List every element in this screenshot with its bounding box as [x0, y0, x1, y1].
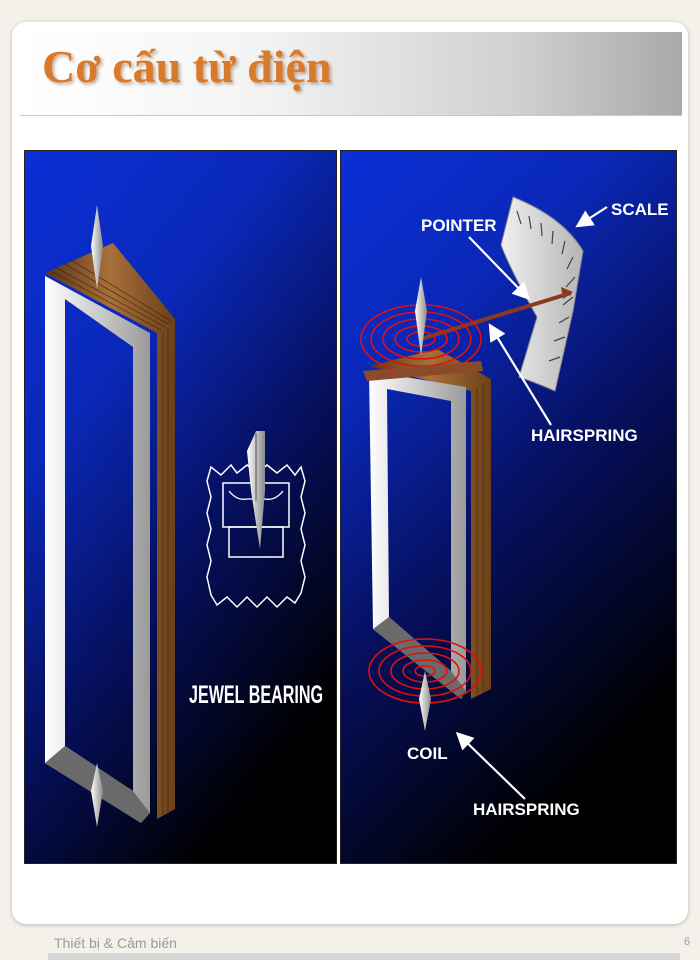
pointer [420, 291, 572, 341]
coil-frame-illustration: JEWEL BEARING [25, 151, 336, 863]
coil-frame-panel: JEWEL BEARING [24, 150, 337, 864]
bottom-pivot [419, 671, 431, 731]
top-pivot [415, 277, 427, 356]
hairspring-top-arrow [488, 323, 552, 426]
scale [500, 196, 584, 392]
meter-movement-panel: POINTER SCALE HAIRSPRING COIL HAIRSPRING [340, 150, 677, 864]
page-number: 6 [684, 936, 691, 948]
footer-band [48, 953, 680, 960]
hairspring-bottom-label: HAIRSPRING [473, 800, 580, 819]
scale-arrow [575, 206, 608, 228]
top-pivot [91, 205, 103, 289]
bottom-pivot [91, 763, 103, 827]
jewel-bearing-diagram [206, 431, 306, 609]
footer-text: Thiết bị & Cảm biến [54, 935, 177, 951]
hairspring-bottom-arrow [455, 731, 526, 800]
hairspring-top-label: HAIRSPRING [531, 426, 638, 445]
copper-winding [45, 243, 175, 819]
jewel-bearing-label: JEWEL BEARING [189, 681, 323, 709]
pointer-label: POINTER [421, 216, 497, 235]
meter-movement-illustration: POINTER SCALE HAIRSPRING COIL HAIRSPRING [341, 151, 676, 863]
slide-title: Cơ cấu từ điện [42, 41, 332, 92]
pointer-arrow [468, 236, 531, 301]
scale-label: SCALE [611, 200, 669, 219]
title-bar [20, 32, 682, 116]
coil-frame [369, 371, 466, 699]
coil-label: COIL [407, 744, 448, 763]
copper-winding [369, 349, 491, 699]
